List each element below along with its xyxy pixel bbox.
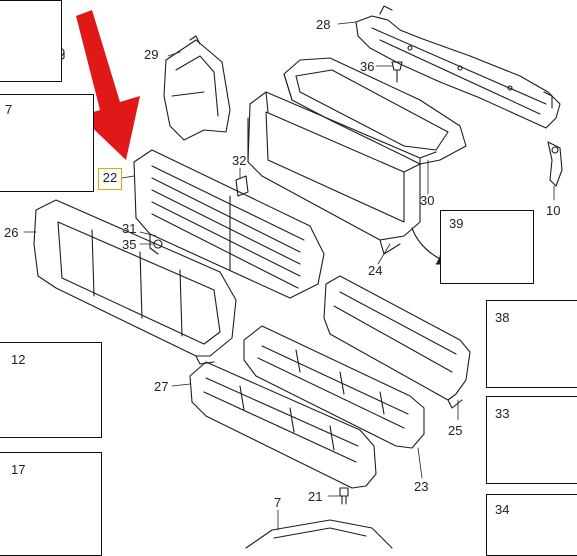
active-grille-shutter-22: [133, 149, 325, 299]
screw-36: [391, 61, 403, 83]
callout-26: 26: [4, 225, 19, 240]
highlighted-part-22[interactable]: 22: [98, 168, 122, 190]
box-label-34: 34: [495, 502, 510, 517]
side-air-guide-29: [163, 35, 231, 141]
part-box-7: 7: [0, 94, 94, 192]
box-label-39: 39: [449, 216, 464, 231]
lower-beam-27: [189, 361, 377, 489]
lower-tray-7: [245, 519, 393, 549]
part-box-34: 34: [486, 494, 577, 556]
callout-36: 36: [360, 59, 375, 74]
box-label-38: 38: [495, 310, 510, 325]
callout-7-bottom: 7: [274, 495, 282, 510]
screw-21: [339, 487, 349, 505]
callout-29: 29: [144, 47, 159, 62]
air-guide-frame-24: [247, 91, 437, 255]
callout-27: 27: [154, 379, 169, 394]
callout-24: 24: [368, 263, 383, 278]
upper-bracket-28: [355, 5, 561, 129]
callout-10: 10: [546, 203, 561, 218]
callout-31: 31: [122, 221, 137, 236]
side-bracket-25: [323, 275, 471, 409]
part-box-33: 33: [486, 396, 577, 484]
part-box-38: 38: [486, 300, 577, 388]
callout-32: 32: [232, 153, 247, 168]
radiator-frame-26: [33, 199, 237, 365]
callout-21: 21: [308, 489, 323, 504]
box-label-17: 17: [11, 462, 26, 477]
part-box-top-left: [0, 0, 62, 82]
leader-lines: [23, 21, 555, 531]
callout-23: 23: [414, 479, 429, 494]
callout-25: 25: [448, 423, 463, 438]
box-label-12: 12: [11, 352, 26, 367]
part-box-12: 12: [0, 342, 102, 438]
callout-30: 30: [420, 193, 435, 208]
part-box-17: 17: [0, 452, 102, 556]
callout-35: 35: [122, 237, 137, 252]
clip-32: [235, 175, 249, 197]
box-label-7: 7: [5, 102, 13, 117]
callout-28: 28: [316, 17, 331, 32]
bracket-10: [547, 141, 563, 187]
part-box-39: 39: [440, 210, 534, 284]
box-label-33: 33: [495, 406, 510, 421]
lower-deflector-23: [243, 325, 425, 449]
